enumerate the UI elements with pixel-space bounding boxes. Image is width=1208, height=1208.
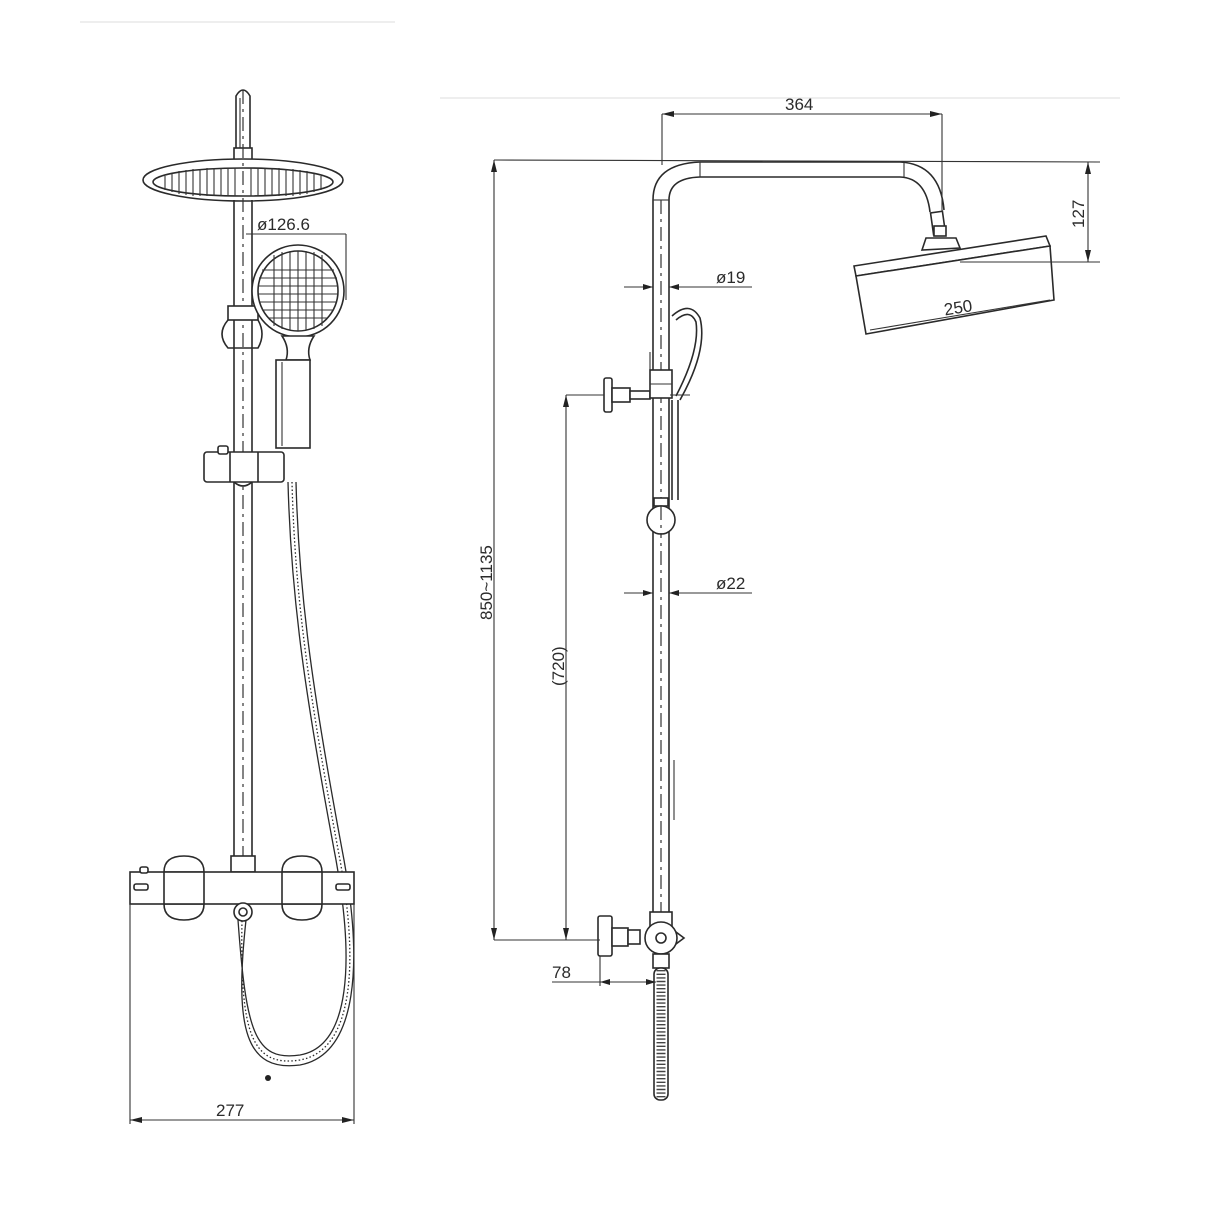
dim-label-19: ø19 (716, 268, 745, 287)
dimension-upper-pipe-diameter: ø19 (624, 268, 752, 290)
slide-knob-side (646, 497, 676, 535)
dimension-valve-width: 277 (129, 904, 355, 1124)
dim-label-127: 127 (1069, 200, 1088, 228)
dim-label-720: (720) (549, 646, 568, 686)
dim-label-277: 277 (216, 1101, 244, 1120)
dimension-arm-projection: 364 (661, 95, 943, 212)
slide-bracket-front (203, 445, 285, 487)
thermostatic-bar-valve (129, 855, 355, 1081)
shower-arm (652, 161, 947, 237)
dim-label-364: 364 (785, 95, 813, 114)
upper-slide-holder (221, 305, 263, 349)
hose-front (237, 481, 355, 1067)
dim-label-250: 250 (943, 296, 974, 319)
front-view: ø126.6 (129, 89, 355, 1124)
dimension-head-drop: 127 (493, 159, 1101, 263)
dim-label-22: ø22 (716, 574, 745, 593)
hand-shower-side (649, 307, 703, 500)
dimension-total-height: 850~1135 (477, 160, 600, 941)
riser-pipe-side (652, 200, 670, 912)
upper-wall-bracket (603, 369, 690, 413)
lower-wall-bracket (597, 911, 686, 969)
side-view: 250 364 127 ø19 (477, 95, 1101, 1101)
hand-shower-front (251, 244, 345, 449)
dim-label-78: 78 (552, 963, 571, 982)
dimension-wall-offset: 78 (552, 956, 656, 986)
dim-label-126: ø126.6 (257, 215, 310, 234)
overhead-shower-head-side: 250 (853, 235, 1055, 335)
dimension-bracket-spacing: (720) (549, 394, 604, 940)
hose-side (653, 967, 669, 1101)
dimension-hand-shower-diameter: ø126.6 (246, 215, 347, 300)
dim-label-850-1135: 850~1135 (477, 545, 496, 620)
dimension-lower-pipe-diameter: ø22 (624, 574, 752, 596)
